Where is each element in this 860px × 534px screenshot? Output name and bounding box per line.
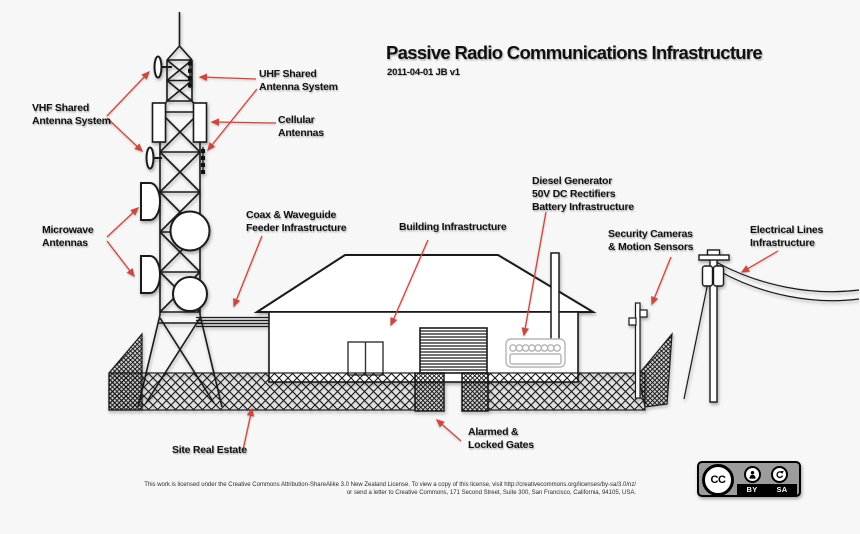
- microwave-drum-lower: [140, 255, 161, 294]
- arrow-uhf-lower: [207, 88, 258, 152]
- arrow-gates: [435, 419, 462, 442]
- uhf-antenna-array-top: [188, 59, 192, 88]
- license-line-2: or send a letter to Creative Commons, 17…: [346, 490, 636, 497]
- arrow-diesel: [521, 211, 547, 337]
- vhf-dipole-lower: [145, 146, 162, 170]
- microwave-dish-top: [169, 210, 211, 252]
- security-camera-pole: [628, 302, 648, 399]
- arrow-microwave-top: [106, 207, 140, 238]
- roller-door: [419, 327, 488, 374]
- cc-logo-icon: CC: [702, 464, 734, 496]
- camera-box-right: [639, 309, 648, 318]
- label-diesel-generator: Diesel Generator 50V DC Rectifiers Batte…: [532, 175, 634, 213]
- arrow-coax: [233, 235, 263, 308]
- label-cellular-antennas: Cellular Antennas: [278, 114, 324, 139]
- diesel-generator: [505, 338, 566, 368]
- entry-door: [347, 341, 384, 376]
- arrow-electrical: [740, 250, 779, 273]
- coax-feeder-cables: [196, 316, 270, 328]
- fence-gate-left: [414, 372, 445, 412]
- vhf-dipole-top: [153, 55, 172, 79]
- security-fence: [108, 332, 673, 412]
- attribution-person-icon: [744, 466, 761, 483]
- uhf-antenna-array-lower: [201, 147, 205, 174]
- label-security-cameras: Security Cameras & Motion Sensors: [608, 228, 694, 253]
- creative-commons-badge: CC BY SA: [697, 461, 801, 497]
- power-pole: [683, 249, 860, 403]
- crossarm: [698, 254, 730, 261]
- license-text: This work is licensed under the Creative…: [120, 481, 636, 497]
- arrow-building: [390, 239, 429, 327]
- annotation-arrows: [106, 70, 779, 451]
- fence-gate-right: [461, 372, 489, 412]
- cellular-panel-left: [151, 102, 167, 143]
- arrow-vhf-top: [106, 70, 150, 117]
- share-alike-arrow-icon: [771, 466, 788, 483]
- fence-end-left: [108, 332, 143, 411]
- microwave-drum-top: [140, 182, 161, 221]
- arrow-microwave-lower: [106, 240, 135, 278]
- fence-end-right: [637, 332, 673, 408]
- equipment-building: [253, 252, 597, 383]
- cellular-panel-right: [192, 102, 208, 143]
- arrow-vhf-lower: [106, 117, 144, 152]
- arrow-site: [242, 407, 255, 451]
- version-stamp: 2011-04-01 JB v1: [387, 67, 460, 78]
- label-building-infrastructure: Building Infrastructure: [399, 221, 507, 233]
- label-site-real-estate: Site Real Estate: [172, 444, 247, 456]
- arrow-cellular: [210, 118, 277, 126]
- arrow-uhf-top: [198, 73, 257, 82]
- label-alarmed-locked-gates: Alarmed & Locked Gates: [468, 426, 534, 451]
- circular-arrow-glyph: [776, 470, 784, 479]
- by-label: BY: [746, 485, 758, 494]
- label-electrical-lines: Electrical Lines Infrastructure: [750, 224, 824, 249]
- cc-logo-text: CC: [710, 474, 726, 486]
- arrow-security: [651, 256, 672, 306]
- person-glyph: [749, 470, 756, 479]
- label-coax-waveguide-feeder: Coax & Waveguide Feeder Infrastructure: [246, 209, 347, 234]
- radio-tower: [159, 12, 201, 315]
- exhaust-stack: [550, 252, 560, 341]
- badge-label-bar: BY SA: [737, 484, 797, 495]
- microwave-dish-lower: [172, 276, 208, 312]
- transformer-left: [701, 265, 714, 287]
- transformer-right: [712, 265, 725, 287]
- camera-box-left: [628, 317, 637, 326]
- tower-base-legs: [137, 314, 223, 408]
- page-title: Passive Radio Communications Infrastruct…: [386, 42, 763, 63]
- power-lines: [715, 261, 860, 302]
- label-microwave-antennas: Microwave Antennas: [42, 224, 94, 249]
- license-line-1: This work is licensed under the Creative…: [144, 482, 636, 488]
- label-vhf-shared-antenna-system: VHF Shared Antenna System: [32, 102, 111, 127]
- sa-label: SA: [776, 485, 788, 494]
- label-uhf-shared-antenna-system: UHF Shared Antenna System: [259, 68, 338, 93]
- building-roof: [253, 254, 597, 313]
